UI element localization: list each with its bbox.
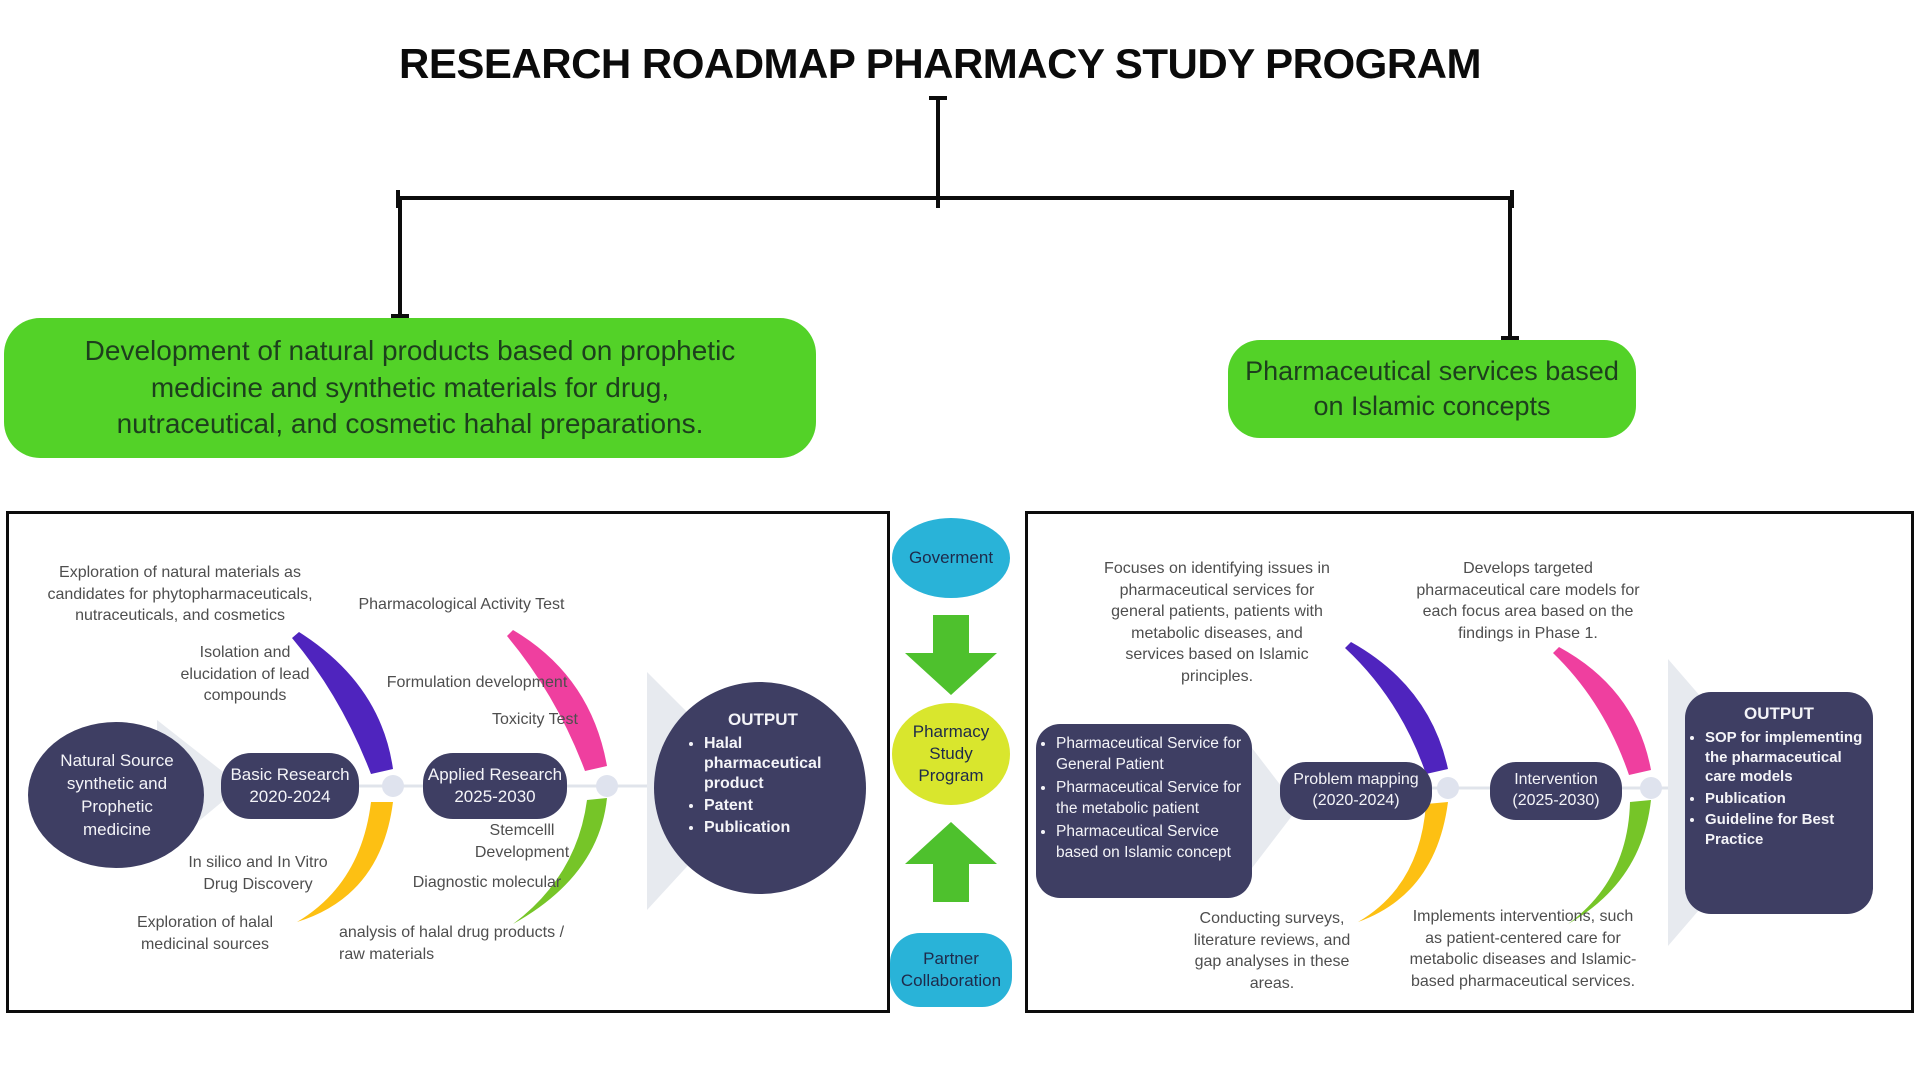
label-analysis: analysis of halal drug products / raw ma… [339,924,565,963]
output-item: Halal pharmaceutical product [704,734,842,794]
purple-curve [292,632,393,774]
timeline-node [1640,777,1662,799]
arrow-down-icon [905,615,997,695]
output-title: OUTPUT [1744,704,1814,723]
output-item: Publication [704,818,842,838]
problem-mapping-box: Problem mapping (2020-2024) [1280,762,1432,820]
label-exploration-natural: Exploration of natural materials as cand… [47,564,313,625]
label-diagnostic: Diagnostic molecular [412,874,562,891]
pharma-services-panel: Focuses on identifying issues in pharmac… [1025,511,1914,1013]
label-phase2-method: Implements interventions, such as patien… [1409,908,1637,990]
service-item: Pharmaceutical Service for the metabolic… [1056,778,1244,820]
label-exploration-halal: Exploration of halal medicinal sources [136,914,274,953]
purple-curve [1345,642,1448,774]
green-curve [513,798,607,924]
gold-curve [1358,802,1448,922]
output-box: OUTPUT SOP for implementing the pharmace… [1685,692,1873,914]
label-isolation: Isolation and elucidation of lead compou… [180,644,310,705]
output-item: Publication [1705,789,1867,809]
service-item: Pharmaceutical Service for General Patie… [1056,734,1244,776]
output-circle: OUTPUT Halal pharmaceutical product Pate… [654,682,866,894]
service-item: Pharmaceutical Service based on Islamic … [1056,822,1244,864]
label-phase1-desc: Focuses on identifying issues in pharmac… [1104,560,1330,685]
output-title: OUTPUT [728,710,798,729]
label-in-silico: In silico and In Vitro Drug Discovery [188,854,328,893]
gold-curve [297,802,393,922]
intervention-box: Intervention (2025-2030) [1490,762,1622,820]
services-box: Pharmaceutical Service for General Patie… [1036,724,1252,898]
label-phase2-desc: Develops targeted pharmaceutical care mo… [1416,560,1640,642]
timeline-node [596,775,618,797]
branch-pharma-services: Pharmaceutical services based on Islamic… [1228,340,1636,438]
output-item: Guideline for Best Practice [1705,810,1867,849]
partner-collaboration-oval: Partner Collaboration [890,933,1012,1007]
page-title: RESEARCH ROADMAP PHARMACY STUDY PROGRAM [399,40,1481,87]
pink-curve [1553,647,1651,775]
natural-source-ellipse: Natural Source synthetic and Prophetic m… [60,751,174,839]
output-item: SOP for implementing the pharmaceutical … [1705,728,1867,787]
basic-research-box: Basic Research 2020-2024 [221,753,359,819]
timeline-node [382,775,404,797]
chevron-right-icon [1252,748,1298,868]
pink-curve [507,630,607,771]
label-toxicity: Toxicity Test [492,711,578,728]
label-phase1-method: Conducting surveys, literature reviews, … [1193,910,1351,992]
label-pharmacological: Pharmacological Activity Test [358,596,565,613]
natural-products-panel: Natural Source synthetic and Prophetic m… [6,511,890,1013]
green-curve [1568,800,1651,924]
output-item: Patent [704,796,842,816]
arrow-up-icon [905,822,997,902]
label-formulation: Formulation development [386,674,568,691]
branch-natural-products: Development of natural products based on… [4,318,816,458]
pharmacy-program-oval: Pharmacy Study Program [892,703,1010,805]
label-stemcell: Stemcelll Development [474,822,570,861]
applied-research-box: Applied Research 2025-2030 [423,753,567,819]
timeline-node [1437,777,1459,799]
government-oval: Goverment [892,518,1010,598]
